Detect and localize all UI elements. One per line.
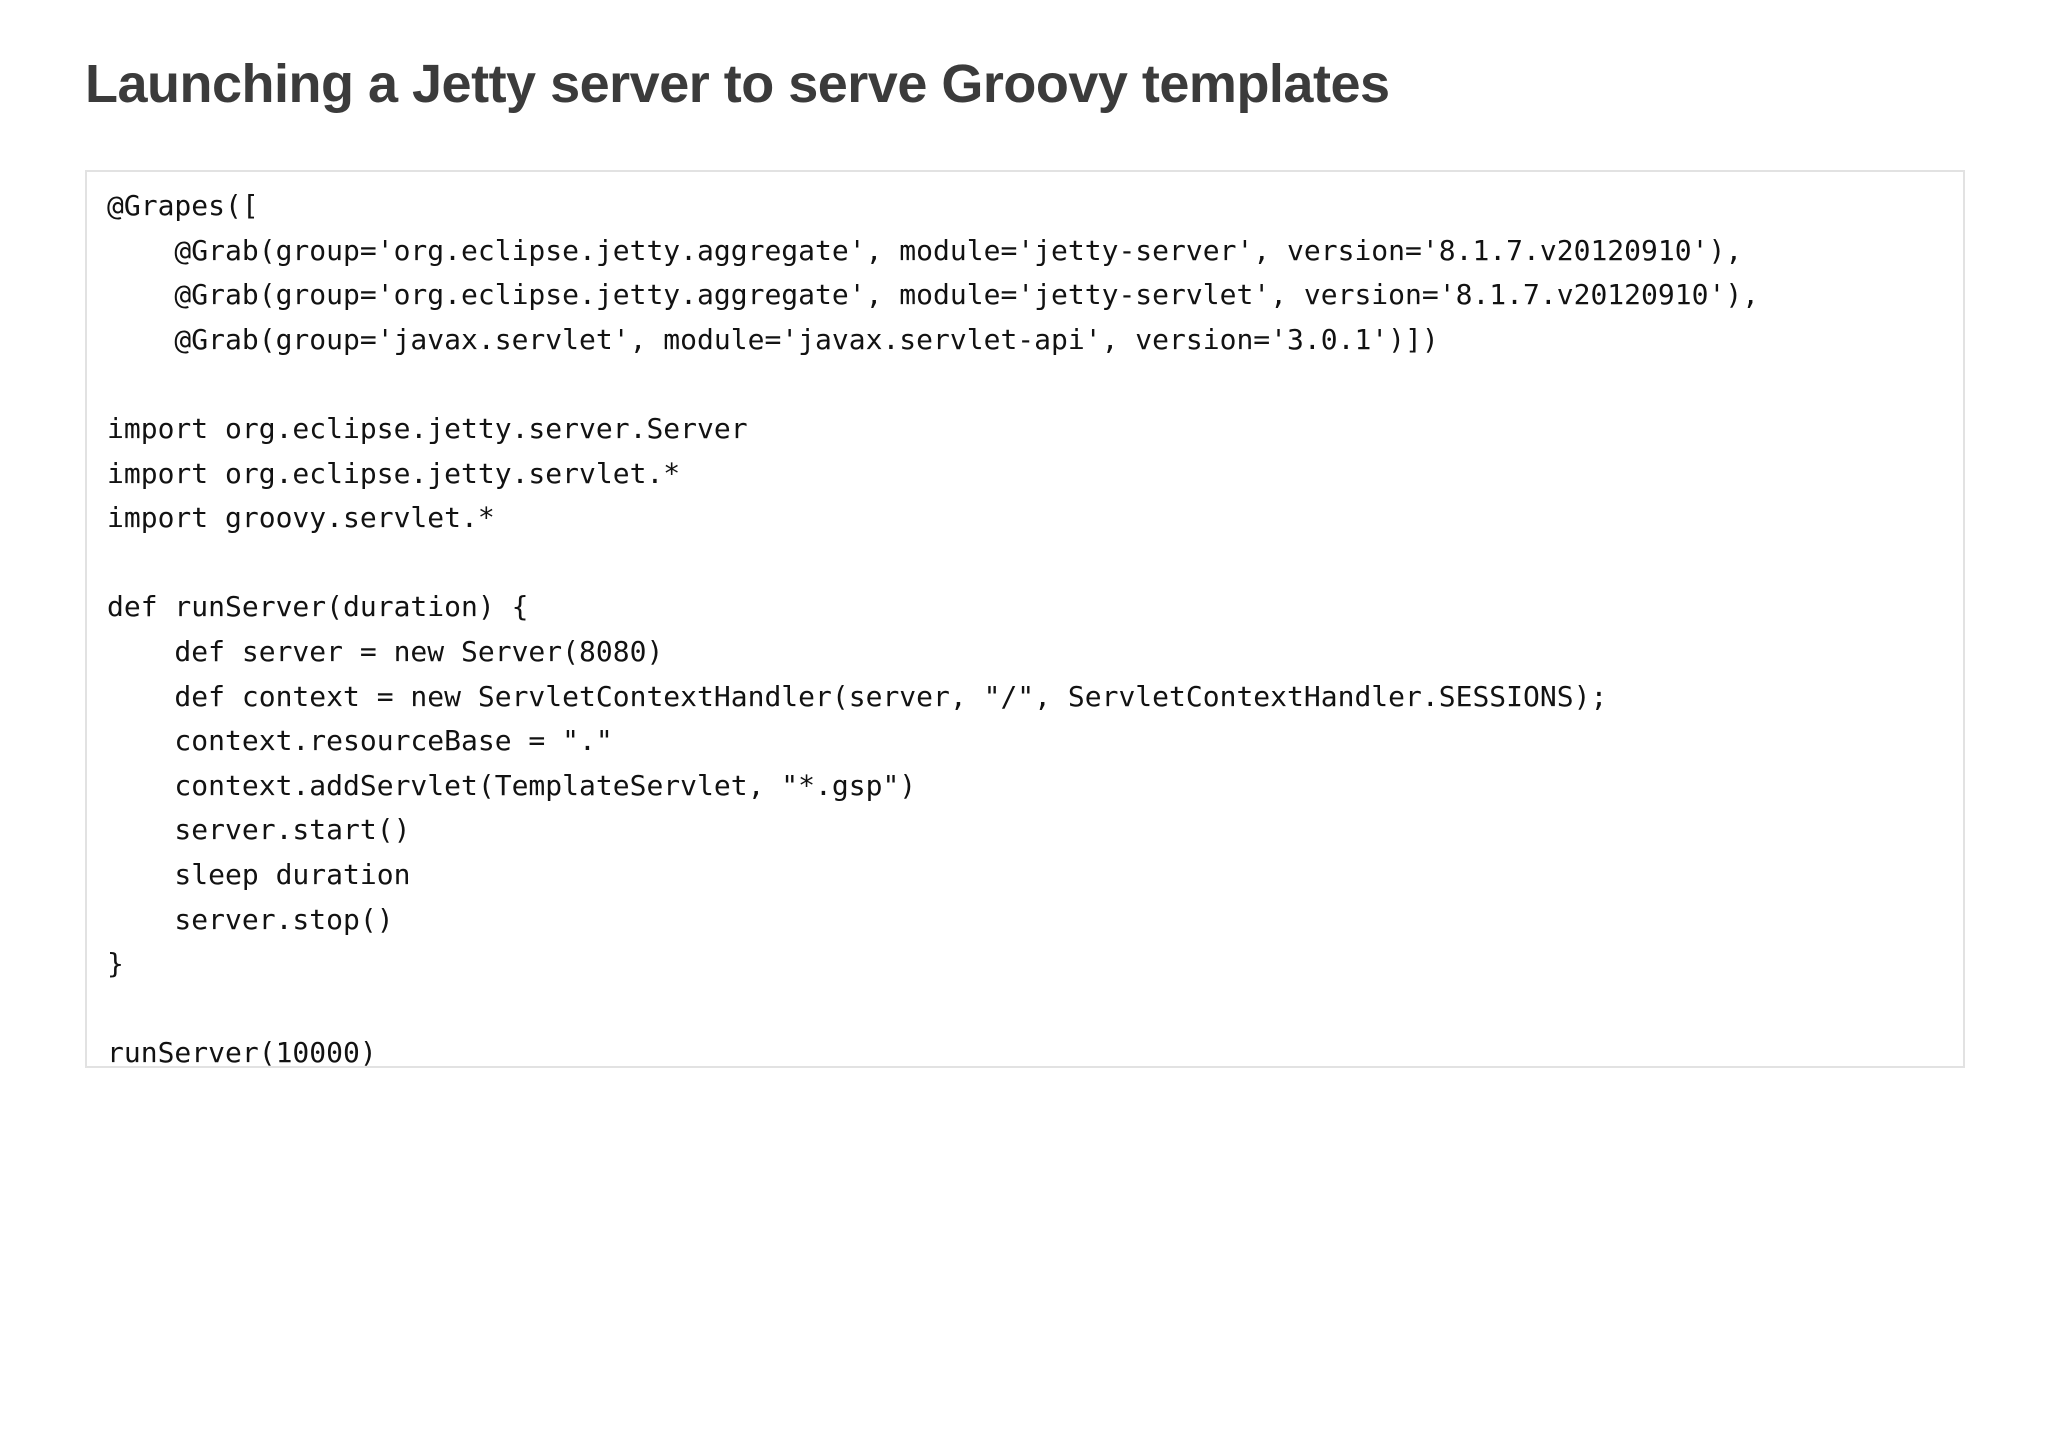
code-block: @Grapes([ @Grab(group='org.eclipse.jetty… [85, 170, 1965, 1069]
code-content: @Grapes([ @Grab(group='org.eclipse.jetty… [107, 189, 1760, 1070]
page-title: Launching a Jetty server to serve Groovy… [85, 54, 1390, 114]
